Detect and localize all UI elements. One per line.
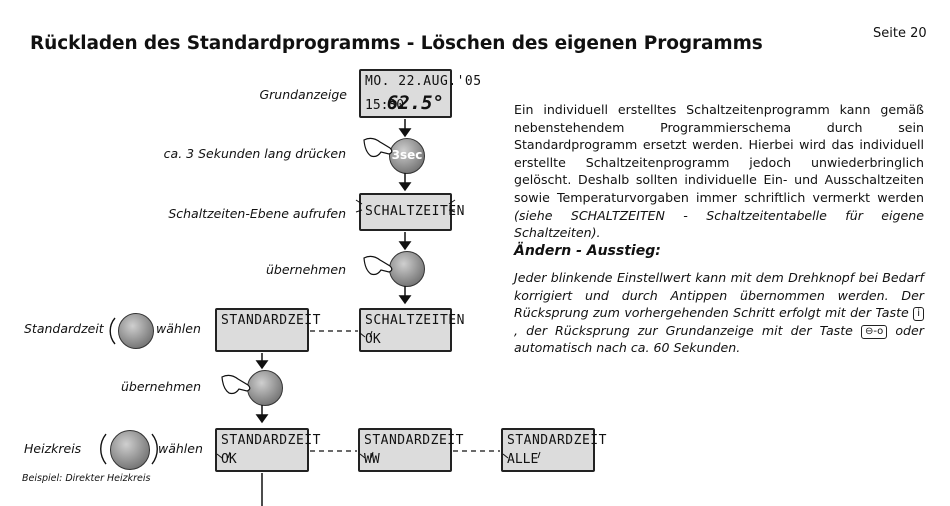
paragraph-intro-text: Ein individuell erstelltes Schaltzeitenp…	[514, 102, 924, 205]
info-key-icon: i	[913, 307, 924, 321]
paragraph-aendern: Jeder blinkende Einstellwert kann mit de…	[514, 269, 924, 357]
heading-aendern-ausstieg: Ändern - Ausstieg:	[514, 243, 661, 259]
paragraph-aendern-c: der Rücksprung zur Grundanzeige mit der …	[526, 323, 853, 338]
paragraph-aendern-b: ,	[514, 323, 518, 338]
paragraph-aendern-a: Jeder blinkende Einstellwert kann mit de…	[514, 270, 924, 320]
paragraph-intro-reference: (siehe SCHALTZEITEN - Schaltzeitentabell…	[514, 208, 924, 241]
home-key-icon: ⊖-o	[861, 325, 887, 339]
hand-icon	[222, 138, 392, 393]
paragraph-intro: Ein individuell erstelltes Schaltzeitenp…	[514, 101, 924, 242]
